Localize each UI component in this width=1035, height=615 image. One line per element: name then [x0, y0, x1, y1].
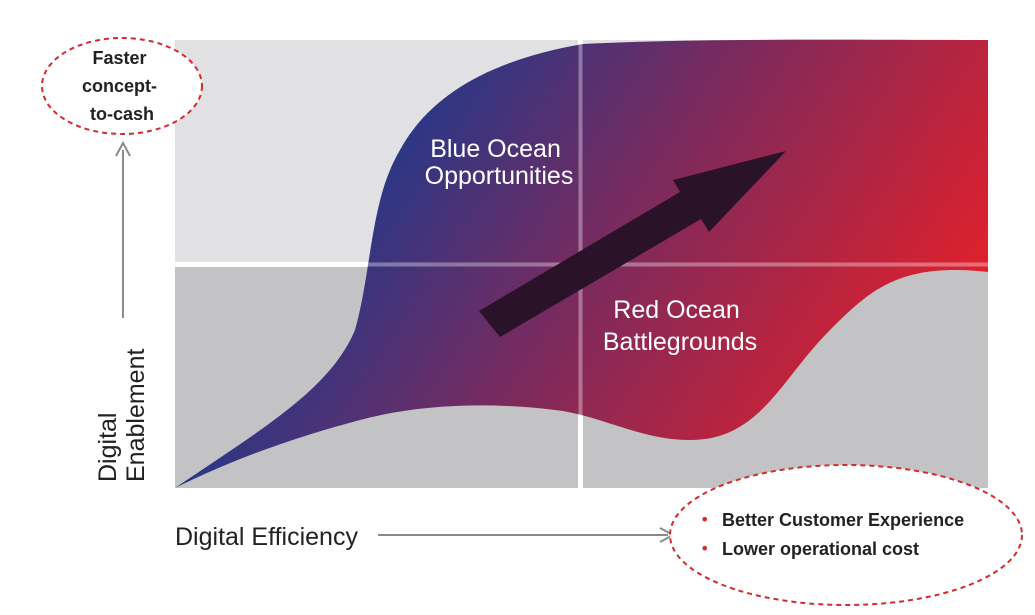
- callout-top-left-outline: [41, 37, 203, 135]
- x-axis-label: Digital Efficiency: [175, 523, 358, 551]
- red-ocean-label: Red Ocean Battlegrounds: [603, 296, 757, 356]
- growth-arrow: [479, 151, 786, 337]
- callout-bottom-right-outline: [669, 464, 1023, 606]
- callout-bottom-right: • Better Customer Experience • Lower ope…: [669, 464, 1023, 606]
- y-axis-arrowhead: [115, 140, 131, 157]
- callout-top-left: Faster concept- to-cash: [41, 37, 203, 135]
- callout-item-operational-cost: Lower operational cost: [722, 539, 919, 559]
- y-axis-label: Digital Enablement: [94, 349, 150, 482]
- bullet-dot: •: [700, 510, 709, 529]
- callout-top-left-text: Faster concept- to-cash: [82, 48, 162, 124]
- blue-ocean-label: Blue Ocean Opportunities: [425, 135, 574, 190]
- callout-item-customer-experience: Better Customer Experience: [722, 510, 964, 530]
- bullet-dot: •: [700, 539, 709, 558]
